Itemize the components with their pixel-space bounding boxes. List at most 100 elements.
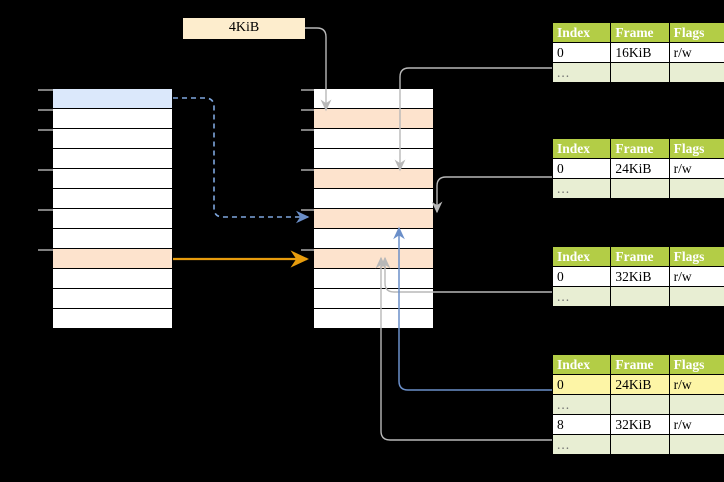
virtual-address-column — [52, 88, 173, 329]
physical-cell-1 — [313, 88, 434, 109]
wire-virtual-to-physical-dashed — [173, 97, 310, 224]
physical-tick-3 — [301, 129, 314, 131]
virtual-tick-5 — [38, 209, 53, 211]
virtual-cell-1 — [52, 88, 173, 109]
virtual-tick-1 — [38, 89, 53, 91]
column-header-flags: Flags — [668, 354, 724, 375]
cell-index: ... — [551, 178, 612, 199]
cell-frame: 32KiB — [610, 414, 670, 435]
page-table-level-3: Index Frame Flags 0 32KiB r/w ... — [551, 246, 724, 307]
physical-tick-5 — [301, 209, 314, 211]
cell-flags: r/w — [668, 266, 724, 287]
cell-frame: 16KiB — [610, 42, 670, 63]
table-row: ... — [551, 394, 724, 415]
virtual-cell-10 — [52, 268, 173, 289]
page-table-level-2: Index Frame Flags 0 24KiB r/w ... — [551, 138, 724, 199]
cell-frame — [610, 178, 670, 199]
column-header-frame: Frame — [610, 246, 670, 267]
table-row: ... — [551, 434, 724, 455]
cell-flags — [668, 394, 724, 415]
page-table-level-4: Index Frame Flags 0 24KiB r/w ... 8 32Ki… — [551, 354, 724, 455]
cell-frame — [610, 394, 670, 415]
physical-cell-7 — [313, 208, 434, 229]
physical-tick-1 — [301, 89, 314, 91]
page-table-level-1: Index Frame Flags 0 16KiB r/w ... — [551, 22, 724, 83]
physical-memory-column — [313, 88, 434, 329]
physical-cell-3 — [313, 128, 434, 149]
column-header-frame: Frame — [610, 138, 670, 159]
table-row: ... — [551, 62, 724, 83]
cell-flags: r/w — [668, 42, 724, 63]
cell-flags — [668, 62, 724, 83]
column-header-frame: Frame — [610, 22, 670, 43]
virtual-cell-12 — [52, 308, 173, 329]
cell-index: ... — [551, 394, 612, 415]
table-header-row: Index Frame Flags — [551, 246, 724, 267]
cell-index: 0 — [551, 374, 612, 395]
cell-frame — [610, 286, 670, 307]
column-header-index: Index — [551, 138, 612, 159]
cell-flags — [668, 286, 724, 307]
physical-cell-6 — [313, 188, 434, 209]
cell-index: 8 — [551, 414, 612, 435]
table-row[interactable]: 0 16KiB r/w — [551, 42, 724, 63]
table-row: ... — [551, 178, 724, 199]
cell-index: ... — [551, 286, 612, 307]
physical-tick-4 — [301, 169, 314, 171]
cell-flags: r/w — [668, 374, 724, 395]
table-header-row: Index Frame Flags — [551, 22, 724, 43]
virtual-tick-2 — [38, 109, 53, 111]
cell-frame: 32KiB — [610, 266, 670, 287]
virtual-cell-4 — [52, 148, 173, 169]
physical-cell-11 — [313, 288, 434, 309]
column-header-flags: Flags — [668, 22, 724, 43]
cell-index: ... — [551, 434, 612, 455]
cell-flags — [668, 434, 724, 455]
physical-tick-2 — [301, 109, 314, 111]
physical-cell-5 — [313, 168, 434, 189]
virtual-cell-8 — [52, 228, 173, 249]
cell-index: 0 — [551, 42, 612, 63]
table-row: ... — [551, 286, 724, 307]
cell-flags: r/w — [668, 158, 724, 179]
cell-index: ... — [551, 62, 612, 83]
physical-cell-2 — [313, 108, 434, 129]
virtual-tick-6 — [38, 249, 53, 251]
cell-flags: r/w — [668, 414, 724, 435]
cell-flags — [668, 178, 724, 199]
physical-cell-9 — [313, 248, 434, 269]
cell-frame — [610, 434, 670, 455]
table-header-row: Index Frame Flags — [551, 354, 724, 375]
column-header-frame: Frame — [610, 354, 670, 375]
table-row[interactable]: 0 24KiB r/w — [551, 158, 724, 179]
page-size-label: 4KiB — [183, 18, 305, 39]
wire-table2-to-physical — [431, 176, 560, 214]
column-header-flags: Flags — [668, 246, 724, 267]
physical-cell-4 — [313, 148, 434, 169]
cell-frame: 24KiB — [610, 374, 670, 395]
physical-tick-6 — [301, 249, 314, 251]
column-header-index: Index — [551, 354, 612, 375]
cell-frame: 24KiB — [610, 158, 670, 179]
table-row[interactable]: 0 32KiB r/w — [551, 266, 724, 287]
virtual-cell-2 — [52, 108, 173, 129]
column-header-index: Index — [551, 246, 612, 267]
cell-index: 0 — [551, 266, 612, 287]
cell-frame — [610, 62, 670, 83]
physical-cell-8 — [313, 228, 434, 249]
physical-cell-12 — [313, 308, 434, 329]
virtual-cell-3 — [52, 128, 173, 149]
cell-index: 0 — [551, 158, 612, 179]
virtual-cell-11 — [52, 288, 173, 309]
table-row-highlighted[interactable]: 0 24KiB r/w — [551, 374, 724, 395]
virtual-tick-4 — [38, 169, 53, 171]
virtual-cell-5 — [52, 168, 173, 189]
physical-cell-10 — [313, 268, 434, 289]
virtual-cell-7 — [52, 208, 173, 229]
table-row[interactable]: 8 32KiB r/w — [551, 414, 724, 435]
column-header-flags: Flags — [668, 138, 724, 159]
column-header-index: Index — [551, 22, 612, 43]
virtual-tick-3 — [38, 129, 53, 131]
table-header-row: Index Frame Flags — [551, 138, 724, 159]
